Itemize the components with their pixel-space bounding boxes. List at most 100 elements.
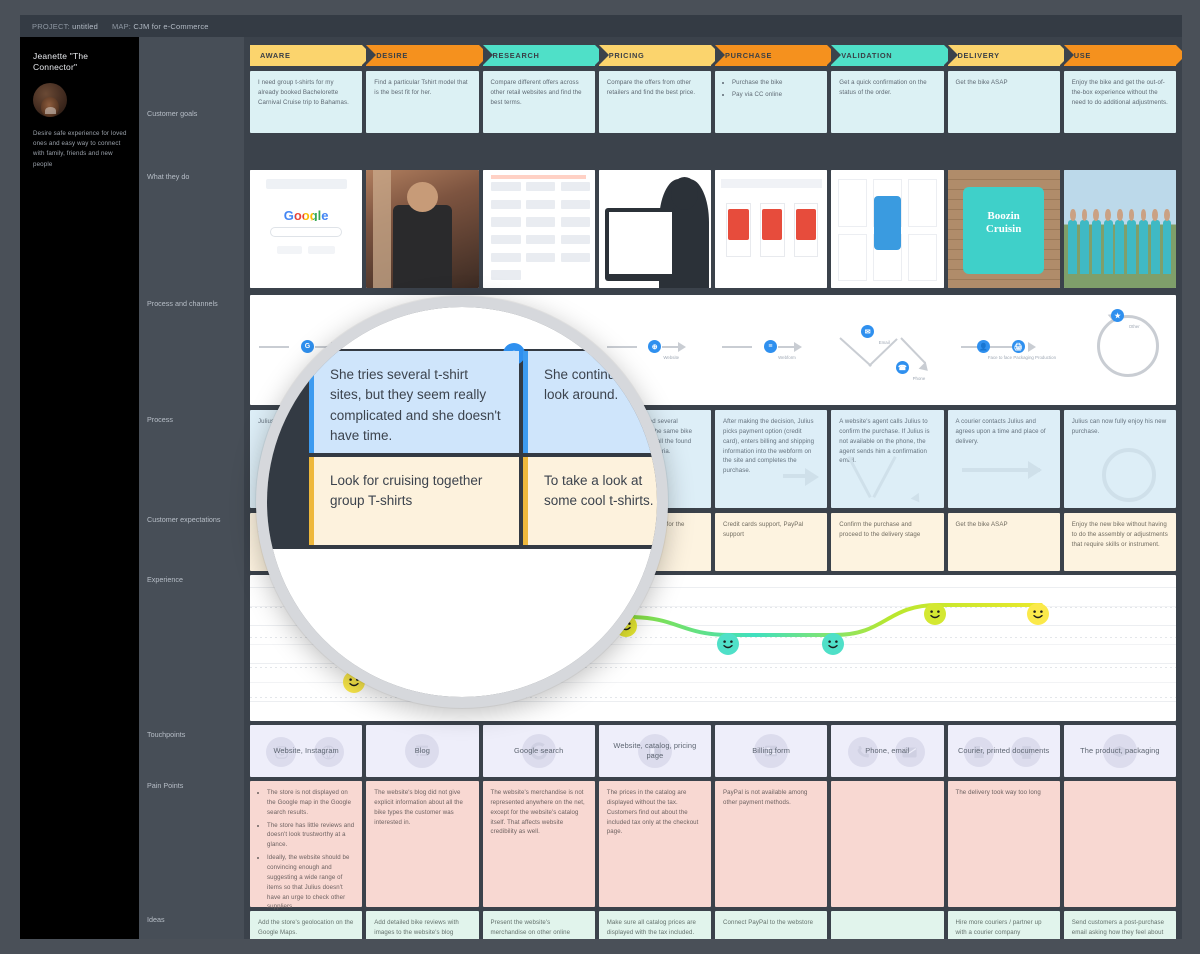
process-card[interactable]: Julius can now fully enjoy his new purch… — [1063, 410, 1176, 508]
stage-header-pricing[interactable]: PRICING — [598, 45, 722, 66]
lens-card-expectation-1[interactable]: Look for cruising together group T-shirt… — [309, 457, 519, 545]
idea-card[interactable]: Make sure all catalog prices are display… — [598, 911, 711, 939]
pain-point-card[interactable]: The website's merchandise is not represe… — [482, 781, 595, 907]
what-they-do-image[interactable] — [366, 170, 479, 288]
touchpoint-card[interactable]: Blog — [366, 725, 479, 777]
cjm-application-window: PROJECT: untitled MAP: CJM for e-Commerc… — [20, 15, 1182, 939]
channel-chip-phone-icon[interactable]: ☎ — [895, 361, 909, 374]
map-indicator[interactable]: MAP: CJM for e-Commerce — [112, 22, 209, 31]
stage-header-purchase[interactable]: PURCHASE — [715, 45, 838, 66]
persona-name: Jeanette "The Connector" — [33, 51, 89, 73]
stage-header-desire[interactable]: DESIRE — [366, 45, 489, 66]
process-card[interactable]: After making the decision, Julius picks … — [715, 410, 828, 508]
process-text: Julius can now fully enjoy his new purch… — [1071, 418, 1167, 435]
expectation-card[interactable]: Credit cards support, PayPal support — [715, 513, 828, 571]
emotion-point-purchase[interactable] — [717, 633, 740, 655]
emotion-point-validation[interactable] — [821, 633, 844, 655]
what-they-do-image[interactable] — [598, 170, 711, 288]
touchpoint-card[interactable]: Website, catalog, pricing page — [598, 725, 711, 777]
customer-goal-card[interactable]: I need group t-shirts for my already boo… — [250, 71, 363, 133]
what-they-do-image[interactable] — [1063, 170, 1176, 288]
lens-card-process-2[interactable]: She continues to look around. — [523, 351, 657, 453]
what-they-do-image[interactable] — [715, 170, 828, 288]
channel-chip-label: Webform — [778, 355, 796, 360]
form-icon — [754, 734, 789, 768]
idea-text: Connect PayPal to the webstore — [723, 919, 814, 926]
map-value: CJM for e-Commerce — [133, 21, 209, 31]
idea-card[interactable]: Connect PayPal to the webstore — [715, 911, 828, 939]
magnifier-lens[interactable]: G Google 📷 ⊕ ⊕ She tries several t-shirt… — [256, 296, 668, 708]
expectation-card[interactable]: Confirm the purchase and proceed to the … — [831, 513, 944, 571]
customer-goal-card[interactable]: Enjoy the bike and get the out-of-the-bo… — [1063, 71, 1176, 133]
chart-gridline — [250, 682, 1176, 683]
customer-goal-card[interactable]: Purchase the bikePay via CC online — [715, 71, 828, 133]
channel-chip-email-icon[interactable]: ✉ — [861, 325, 875, 338]
catalog-icon — [637, 734, 672, 768]
lens-channels-strip — [267, 307, 657, 349]
touchpoint-card[interactable]: Phone, email — [831, 725, 944, 777]
project-indicator[interactable]: PROJECT: untitled — [32, 22, 98, 31]
what-they-do-image[interactable] — [482, 170, 595, 288]
goal-text: I need group t-shirts for my already boo… — [258, 79, 349, 106]
pain-point-card[interactable]: The store is not displayed on the Google… — [250, 781, 363, 910]
channel-cell[interactable]: ≡Webform — [713, 295, 829, 405]
touchpoint-card[interactable]: Google search — [482, 725, 595, 777]
channel-chip-packaging-production-icon[interactable]: 🖨 — [1011, 340, 1025, 353]
process-card[interactable]: A website's agent calls Julius to confir… — [831, 410, 944, 508]
what-they-do-image[interactable] — [831, 170, 944, 288]
idea-card[interactable] — [831, 911, 944, 939]
channel-chip-face-to-face-icon[interactable]: 👤 — [976, 340, 990, 353]
touchpoint-card[interactable]: Courier, printed documents — [947, 725, 1060, 777]
channel-cell[interactable]: ★Other — [1060, 295, 1176, 405]
idea-card[interactable]: Add detailed bike reviews with images to… — [366, 911, 479, 939]
stage-header-delivery[interactable]: DELIVERY — [947, 45, 1071, 66]
channel-cell[interactable]: ✉Email☎Phone — [829, 295, 945, 405]
lens-card-process-1[interactable]: She tries several t-shirt sites, but the… — [309, 351, 519, 453]
stage-header-aware[interactable]: AWARE — [250, 45, 373, 66]
pain-point-card[interactable] — [1063, 781, 1176, 907]
pain-point-card[interactable]: The website's blog did not give explicit… — [366, 781, 479, 907]
emotion-point-use[interactable] — [1027, 603, 1050, 625]
customer-goal-card[interactable]: Compare different offers across other re… — [482, 71, 595, 133]
package-icon — [1102, 734, 1137, 768]
customer-goal-card[interactable]: Get the bike ASAP — [947, 71, 1060, 133]
channel-chip-label: Packaging Production — [1013, 355, 1057, 360]
touchpoint-label: Billing form — [752, 746, 790, 756]
idea-card[interactable]: Add the store's geolocation on the Googl… — [250, 911, 363, 939]
what-they-do-image[interactable]: Google — [250, 170, 363, 288]
process-text: After making the decision, Julius picks … — [723, 418, 815, 475]
channel-chip-webform-icon[interactable]: ≡ — [763, 340, 777, 353]
channel-chip-other-icon[interactable]: ★ — [1111, 309, 1125, 322]
stage-label: RESEARCH — [492, 51, 540, 60]
touchpoint-card[interactable]: Website, Instagram — [250, 725, 363, 777]
stage-header-use[interactable]: USE — [1063, 45, 1182, 66]
stage-header-validation[interactable]: VALIDATION — [831, 45, 954, 66]
customer-goal-card[interactable]: Get a quick confirmation on the status o… — [831, 71, 944, 133]
expectation-card[interactable]: Get the bike ASAP — [947, 513, 1060, 571]
expectation-card[interactable]: Enjoy the new bike without having to do … — [1063, 513, 1176, 571]
lens-chip-instagram-icon: 📷 — [361, 307, 383, 315]
touchpoint-label: Blog — [414, 746, 430, 756]
process-card[interactable]: A courier contacts Julius and agrees upo… — [947, 410, 1060, 508]
chart-gridline — [250, 587, 1176, 588]
idea-card[interactable]: Send customers a post-purchase email ask… — [1063, 911, 1176, 939]
channel-cell[interactable]: 👤Face to face🖨Packaging Production — [945, 295, 1061, 405]
instagram-icon — [266, 737, 297, 768]
pain-point-card[interactable] — [831, 781, 944, 907]
idea-text: Add the store's geolocation on the Googl… — [258, 919, 354, 936]
lens-card-expectation-2[interactable]: To take a look at some cool t-shirts. — [523, 457, 657, 545]
pain-point-card[interactable]: The prices in the catalog are displayed … — [598, 781, 711, 907]
pain-point-card[interactable]: PayPal is not available among other paym… — [715, 781, 828, 907]
pain-point-card[interactable]: The delivery took way too long — [947, 781, 1060, 907]
customer-goal-card[interactable]: Find a particular Tshirt model that is t… — [366, 71, 479, 133]
list-icon — [405, 734, 440, 768]
touchpoint-card[interactable]: The product, packaging — [1063, 725, 1176, 777]
stage-header-research[interactable]: RESEARCH — [482, 45, 606, 66]
idea-card[interactable]: Hire more couriers / partner up with a c… — [947, 911, 1060, 939]
customer-goal-card[interactable]: Compare the offers from other retailers … — [598, 71, 711, 133]
touchpoint-card[interactable]: Billing form — [715, 725, 828, 777]
idea-card[interactable]: Present the website's merchandise on oth… — [482, 911, 595, 939]
emotion-point-delivery[interactable] — [924, 603, 947, 625]
